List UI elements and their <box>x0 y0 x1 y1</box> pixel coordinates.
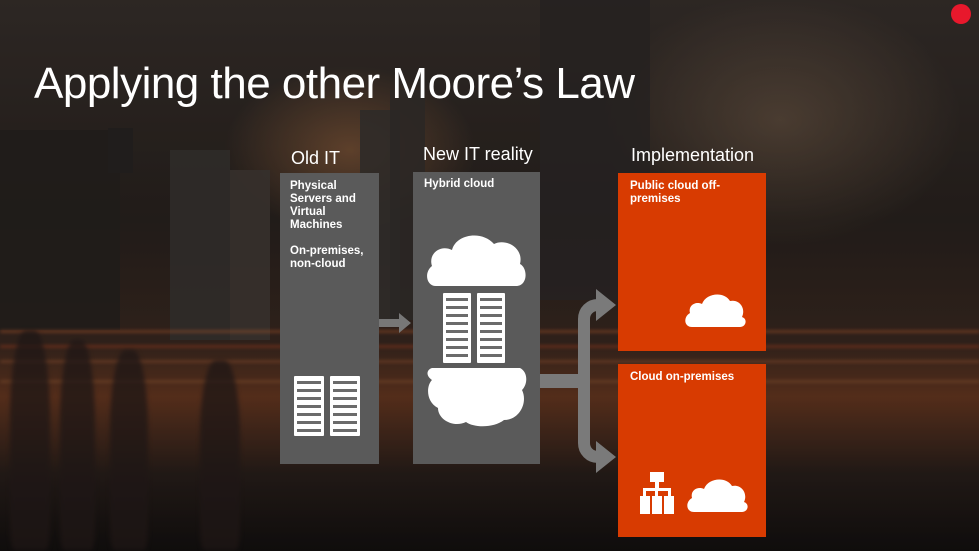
public-cloud-text: Public cloud off-premises <box>630 180 740 206</box>
old-it-text: Physical Servers and Virtual Machines <box>290 180 370 232</box>
old-it-panel: Physical Servers and Virtual Machines On… <box>280 173 379 464</box>
cloud-on-premises-text: Cloud on-premises <box>630 371 740 384</box>
server-rack-icon <box>330 376 360 436</box>
cloud-icon <box>684 291 746 329</box>
new-it-heading: New IT reality <box>423 144 533 165</box>
old-it-location-text: On-premises, non-cloud <box>290 245 375 271</box>
cloud-icon <box>424 228 528 288</box>
new-it-panel: Hybrid cloud <box>413 172 540 464</box>
arrow-icon <box>379 312 413 334</box>
old-it-heading: Old IT <box>291 148 340 169</box>
server-rack-icon <box>294 376 324 436</box>
cloud-icon <box>686 476 748 514</box>
server-rack-icon <box>443 293 471 363</box>
slide-title: Applying the other Moore’s Law <box>34 59 635 109</box>
public-cloud-tile: Public cloud off-premises <box>618 173 766 351</box>
recording-indicator <box>951 4 971 24</box>
cloud-on-premises-tile: Cloud on-premises <box>618 364 766 537</box>
network-icon <box>640 472 674 516</box>
new-it-text: Hybrid cloud <box>424 178 494 191</box>
branch-arrow-icon <box>540 285 622 475</box>
server-rack-icon <box>477 293 505 363</box>
cloud-icon <box>424 368 528 428</box>
implementation-heading: Implementation <box>631 145 754 166</box>
